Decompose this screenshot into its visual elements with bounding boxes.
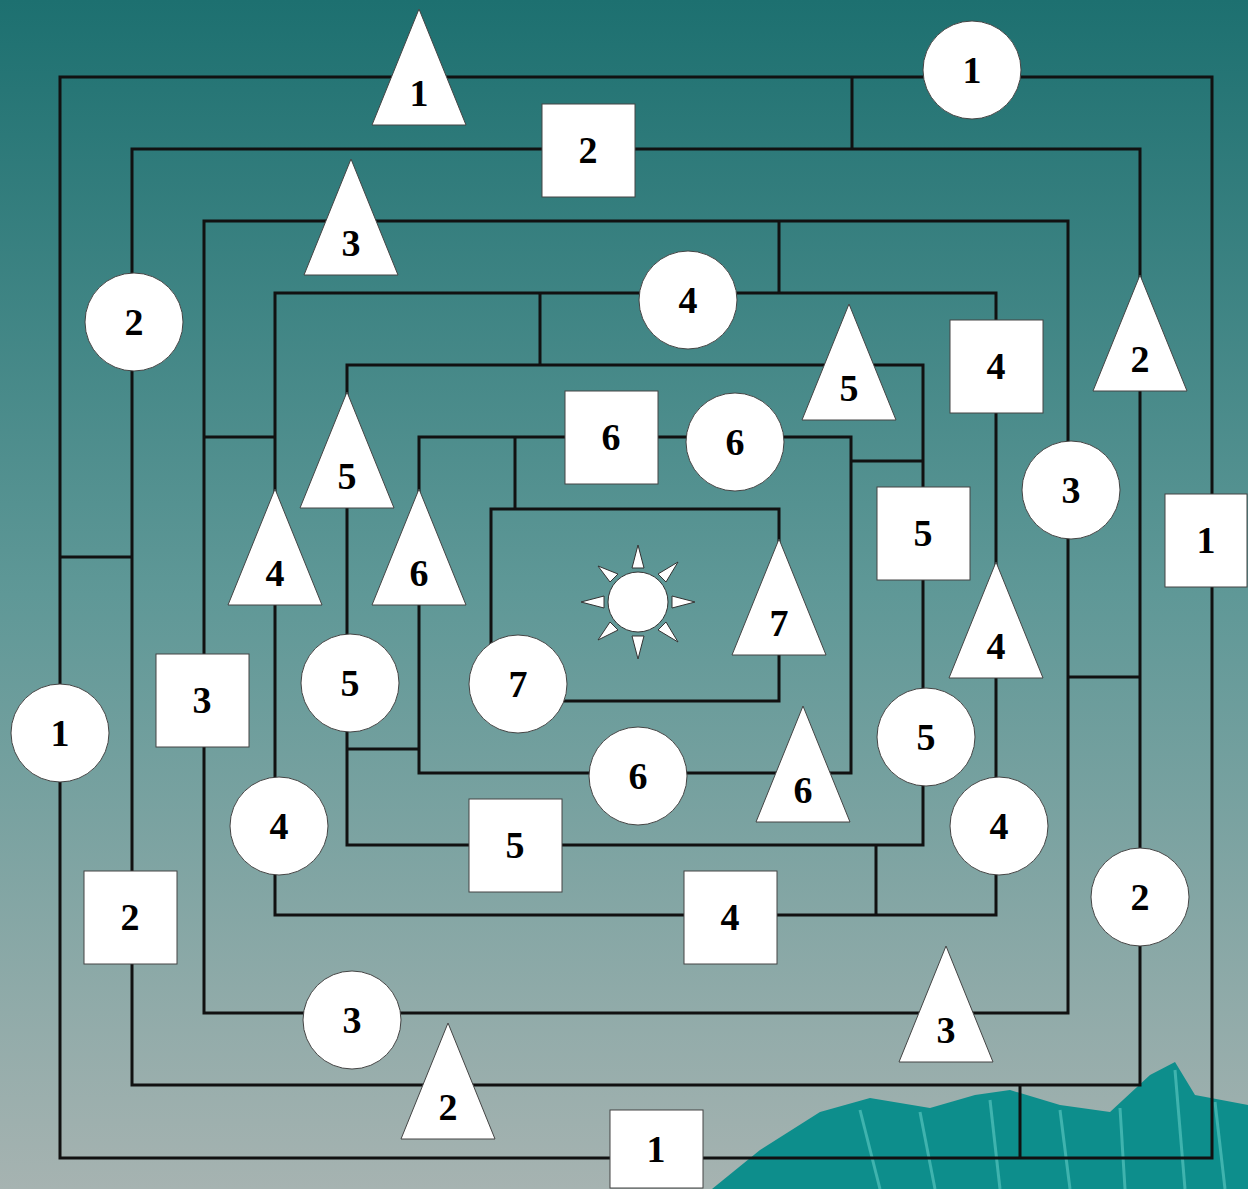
shape-number: 4: [229, 806, 329, 846]
circle-marker: 2: [84, 272, 184, 372]
shape-number: 5: [300, 663, 400, 703]
circle-marker: 5: [300, 633, 400, 733]
square-marker: 1: [1164, 493, 1248, 588]
shape-number: 3: [1021, 470, 1121, 510]
shape-number: 4: [638, 280, 738, 320]
triangle-marker: 4: [227, 488, 323, 606]
circle-marker: 4: [229, 776, 329, 876]
shape-number: 6: [564, 417, 659, 457]
shape-number: 7: [468, 664, 568, 704]
circle-marker: 1: [10, 683, 110, 783]
circle-marker: 4: [949, 776, 1049, 876]
shape-number: 6: [371, 553, 467, 593]
triangle-marker: 5: [801, 303, 897, 421]
shape-number: 6: [685, 422, 785, 462]
square-marker: 4: [949, 319, 1044, 414]
shape-number: 4: [683, 897, 778, 937]
sun-symbol: [581, 545, 695, 659]
shape-number: 1: [1164, 520, 1248, 560]
triangle-marker: 3: [303, 158, 399, 276]
circle-marker: 4: [638, 250, 738, 350]
shape-number: 2: [541, 130, 636, 170]
shape-number: 3: [155, 680, 250, 720]
square-marker: 2: [541, 103, 636, 198]
shape-number: 5: [299, 456, 395, 496]
shape-number: 4: [949, 806, 1049, 846]
triangle-marker: 2: [400, 1022, 496, 1140]
shape-number: 6: [755, 770, 851, 810]
square-marker: 4: [683, 870, 778, 965]
shape-number: 2: [1090, 877, 1190, 917]
circle-marker: 2: [1090, 847, 1190, 947]
shape-number: 3: [302, 1000, 402, 1040]
shape-number: 1: [922, 50, 1022, 90]
maze-walls: [60, 77, 1212, 1158]
shape-number: 2: [1092, 339, 1188, 379]
triangle-marker: 5: [299, 391, 395, 509]
mountain-decoration: [712, 1062, 1248, 1189]
shape-number: 1: [609, 1129, 704, 1169]
shape-number: 4: [948, 626, 1044, 666]
circle-marker: 3: [1021, 440, 1121, 540]
circle-marker: 1: [922, 20, 1022, 120]
square-marker: 1: [609, 1109, 704, 1189]
circle-marker: 6: [685, 392, 785, 492]
shape-number: 5: [801, 368, 897, 408]
triangle-marker: 6: [755, 705, 851, 823]
shape-number: 2: [400, 1087, 496, 1127]
shape-number: 2: [84, 302, 184, 342]
triangle-marker: 3: [898, 945, 994, 1063]
circle-marker: 5: [876, 687, 976, 787]
square-marker: 5: [876, 486, 971, 581]
circle-marker: 6: [588, 726, 688, 826]
shape-number: 6: [588, 756, 688, 796]
triangle-marker: 1: [371, 8, 467, 126]
square-marker: 2: [83, 870, 178, 965]
shape-number: 2: [83, 897, 178, 937]
shape-number: 7: [731, 603, 827, 643]
square-marker: 5: [468, 798, 563, 893]
shape-number: 5: [876, 717, 976, 757]
circle-marker: 3: [302, 970, 402, 1070]
triangle-marker: 7: [731, 538, 827, 656]
shape-number: 1: [10, 713, 110, 753]
square-marker: 3: [155, 653, 250, 748]
shape-number: 5: [468, 825, 563, 865]
shape-number: 1: [371, 73, 467, 113]
square-marker: 6: [564, 390, 659, 485]
shape-number: 5: [876, 513, 971, 553]
shape-number: 3: [898, 1010, 994, 1050]
shape-number: 3: [303, 223, 399, 263]
triangle-marker: 6: [371, 488, 467, 606]
circle-marker: 7: [468, 634, 568, 734]
shape-number: 4: [949, 346, 1044, 386]
triangle-marker: 2: [1092, 274, 1188, 392]
triangle-marker: 4: [948, 561, 1044, 679]
shape-number: 4: [227, 553, 323, 593]
